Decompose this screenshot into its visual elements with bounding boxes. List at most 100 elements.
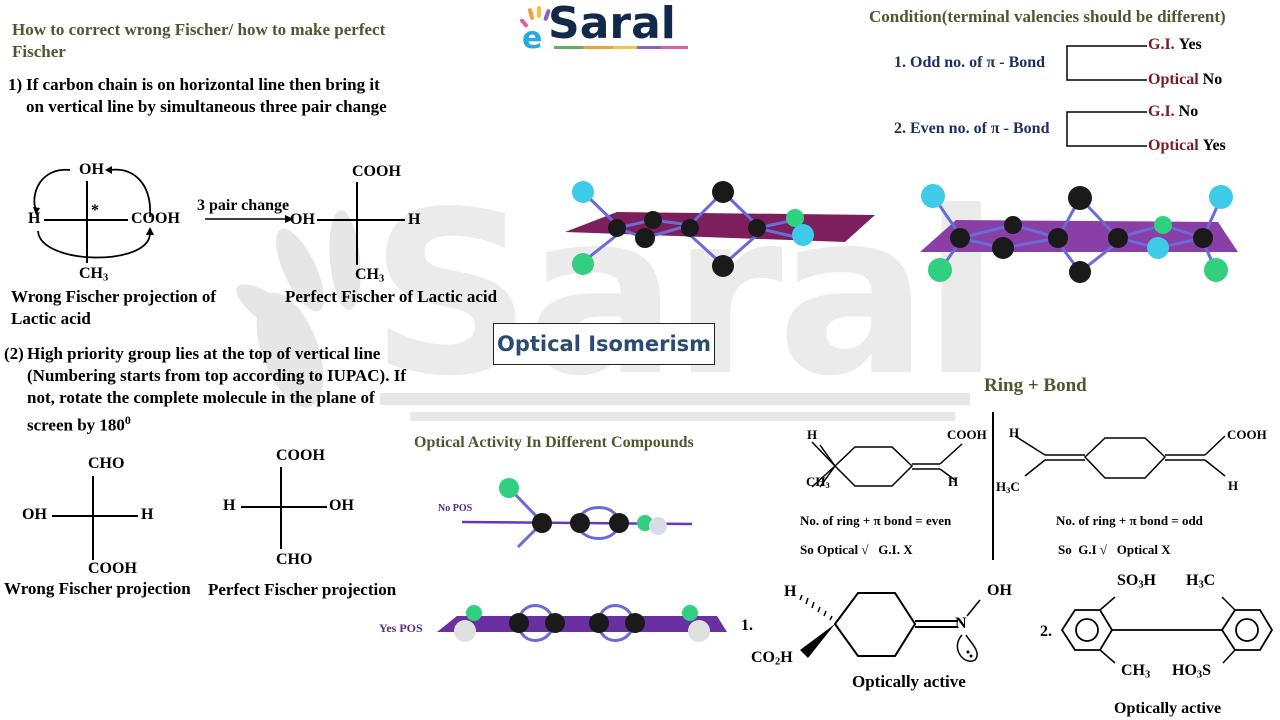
ch-text: CH <box>1121 662 1145 679</box>
atom-carbon <box>1193 228 1213 248</box>
example2-number: 2. <box>1040 623 1052 640</box>
wrong-projection-right: H <box>141 506 154 523</box>
rule1-text: If carbon chain is on horizontal line th… <box>26 75 387 116</box>
lactic-wrong-fischer: OH H COOH * CH3 <box>0 155 200 290</box>
atom-carbon <box>1004 216 1022 234</box>
co-text: CO <box>751 649 775 666</box>
sub-3: 3 <box>1006 485 1011 496</box>
ring-right-structure <box>1014 435 1226 479</box>
atom-green <box>682 605 698 621</box>
ring-bond-divider <box>992 412 994 560</box>
wrong-projection: CHO OH H COOH <box>0 450 200 585</box>
atom-carbon <box>1108 228 1128 248</box>
c-text: C <box>1203 572 1216 589</box>
c-text: C <box>1010 479 1020 494</box>
atom-green <box>1204 258 1228 282</box>
sub-3: 3 <box>1196 669 1203 681</box>
lactic-wrong-chiral: * <box>91 202 99 219</box>
logo: e Saral <box>518 0 693 56</box>
lactic-wrong-lines <box>33 166 154 263</box>
gi-label: G.I. <box>1148 103 1175 120</box>
molecule-yes-pos <box>437 604 727 642</box>
lactic-perfect-caption: Perfect Fischer of Lactic acid <box>285 287 498 306</box>
condition-item-2-optical: Optical Yes <box>1148 135 1226 157</box>
ring-right-h3c: H3C <box>996 479 1020 495</box>
rule2-text: High priority group lies at the top of v… <box>27 343 409 437</box>
atom-carbon <box>950 228 970 248</box>
sub-3: 3 <box>379 273 385 285</box>
ch-text: CH <box>79 265 103 282</box>
ring-left-ch3: CH3 <box>806 474 830 490</box>
atom-cyan <box>792 224 814 246</box>
example1-h: H <box>784 583 797 600</box>
ring-right-h2: H <box>1228 478 1239 493</box>
atom-carbon <box>681 219 699 237</box>
example2-caption: Optically active <box>1114 700 1222 717</box>
example2-ho3s: HO3S <box>1172 662 1211 681</box>
atom-green <box>572 253 594 275</box>
h-text: H <box>1186 572 1199 589</box>
ring-left-rule: No. of ring + π bond = even <box>800 513 952 528</box>
example1-caption: Optically active <box>852 672 966 691</box>
perfect-projection-bottom: CHO <box>276 551 313 568</box>
ring-left-h: H <box>807 427 818 442</box>
atom-carbon <box>608 219 626 237</box>
ch-text: CH <box>355 266 379 283</box>
h-text: H <box>1143 572 1156 589</box>
wrong-projection-caption: Wrong Fischer projection <box>4 579 191 598</box>
left-heading: How to correct wrong Fischer/ how to mak… <box>12 20 386 61</box>
atom-carbon <box>532 513 552 533</box>
watermark: Saral <box>230 170 1000 430</box>
wrong-projection-lines <box>52 476 138 560</box>
atom-green <box>928 258 952 282</box>
example2-h3c: H3C <box>1186 572 1215 591</box>
wedge-bond <box>800 624 835 658</box>
ring-left-result: So Optical √ G.I. X <box>800 542 913 557</box>
lactic-perfect-top: COOH <box>352 163 401 180</box>
atom-carbon <box>1069 261 1091 283</box>
condition-item-1-label: 1. Odd no. of π - Bond <box>894 54 1046 71</box>
hashed-bond <box>799 594 833 621</box>
atom-carbon <box>609 513 629 533</box>
rule1-number: 1) <box>8 75 23 94</box>
ring-left-cooh: COOH <box>947 427 987 442</box>
watermark-rule <box>410 412 955 421</box>
right-arrow-icon <box>205 215 294 223</box>
lactic-perfect-right: H <box>408 211 421 228</box>
lactic-perfect-left: OH <box>290 211 315 228</box>
example1-co2h: CO2H <box>751 649 793 668</box>
condition-item-2-gi: G.I. No <box>1148 101 1198 123</box>
atom-cyan <box>1147 237 1169 259</box>
molecule-model-odd <box>920 184 1238 283</box>
atom-carbon <box>712 181 734 203</box>
caption-line1: Wrong Fischer projection of <box>11 287 217 306</box>
logo-underline <box>554 46 688 49</box>
lactic-wrong-right: COOH <box>131 210 180 227</box>
atom-carbon <box>1048 228 1068 248</box>
example1-number: 1. <box>741 617 753 634</box>
example2-ch3: CH3 <box>1121 662 1150 681</box>
atom-green <box>786 209 804 227</box>
condition-brackets <box>1066 45 1147 147</box>
optical-value: No <box>1202 71 1223 88</box>
yes-pos-label: Yes POS <box>379 621 423 635</box>
wrong-projection-bottom: COOH <box>88 560 137 577</box>
condition-heading: Condition(terminal valencies should be d… <box>869 7 1226 26</box>
wrong-projection-left: OH <box>22 506 47 523</box>
caption-line2: Lactic acid <box>11 309 91 328</box>
perfect-projection: COOH H OH CHO <box>215 445 385 580</box>
condition-item-1-gi: G.I. Yes <box>1148 34 1202 56</box>
perfect-projection-left: H <box>223 497 236 514</box>
example1-oh: OH <box>987 582 1012 599</box>
condition-item-1-optical: Optical No <box>1148 69 1222 91</box>
ring-left-structure <box>811 441 963 488</box>
ring-right-result: So G.I √ Optical X <box>1058 542 1171 557</box>
sub-3: 3 <box>103 272 109 284</box>
gi-value: Yes <box>1178 36 1202 53</box>
atom-cyan <box>1209 185 1233 209</box>
ring-right-rule: No. of ring + π bond = odd <box>1056 513 1203 528</box>
watermark-hand-icon <box>236 210 970 408</box>
atom-carbon <box>545 613 565 633</box>
sub-3: 3 <box>1138 579 1144 591</box>
sub-3: 3 <box>825 480 830 491</box>
